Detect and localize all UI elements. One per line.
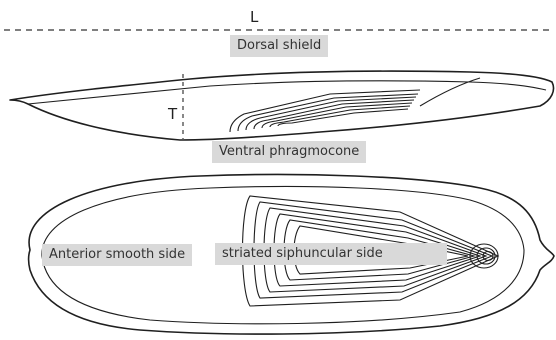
dorsal-shield-label: Dorsal shield [230, 35, 328, 57]
striated-siphuncular-side-label: striated siphuncular side [215, 243, 447, 265]
ventral-phragmocone-label: Ventral phragmocone [212, 141, 366, 163]
lateral-inner-line [28, 81, 546, 104]
thickness-label: T [168, 105, 177, 123]
anterior-smooth-side-label: Anterior smooth side [42, 244, 192, 266]
lateral-profile [10, 71, 554, 140]
length-label: L [250, 8, 258, 26]
